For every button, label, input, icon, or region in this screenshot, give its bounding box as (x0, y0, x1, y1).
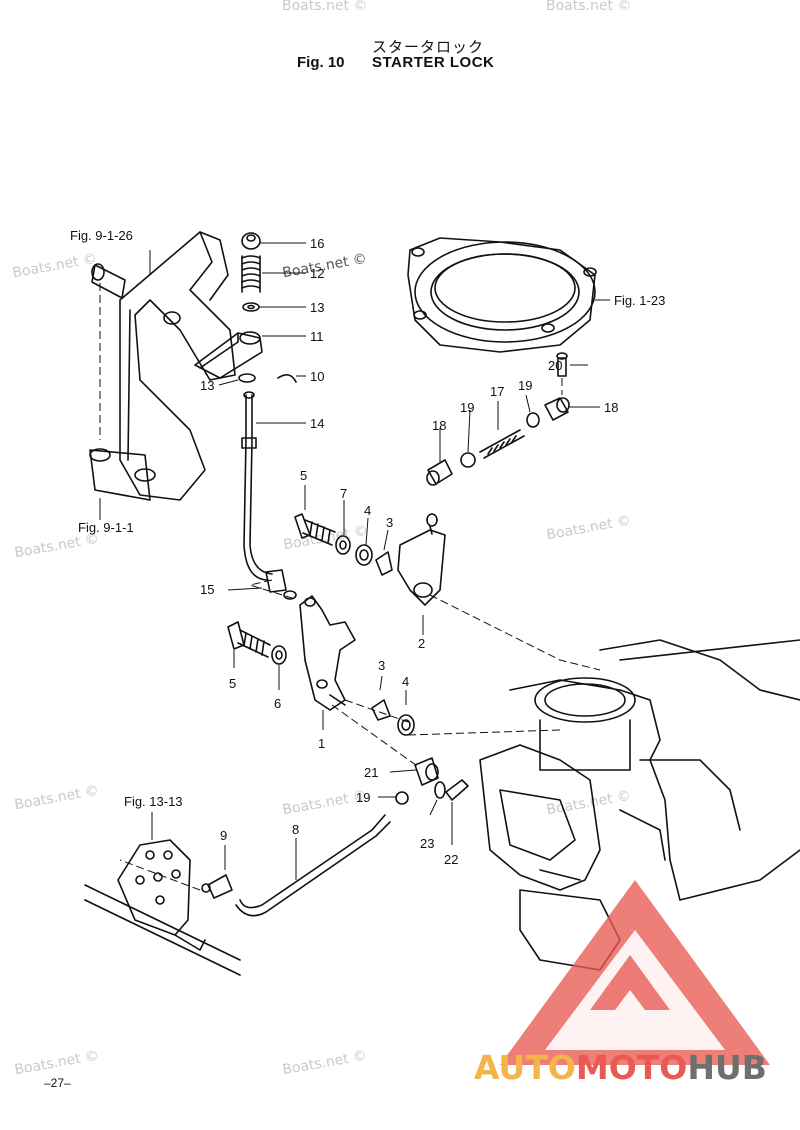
callout: 3 (386, 515, 393, 530)
bushing-4 (355, 544, 373, 566)
callout: 14 (310, 416, 324, 431)
callout: 19 (356, 790, 370, 805)
rod-14 (241, 391, 273, 581)
callout: 19 (518, 378, 532, 393)
mount-bracket (89, 231, 236, 501)
callout: 6 (274, 696, 281, 711)
figure-label: Fig. 10 (297, 54, 345, 71)
automotohub-logo (500, 880, 770, 1065)
callout-labels: 16 12 13 11 10 13 14 20 19 17 18 19 18 5… (70, 228, 665, 867)
callout: 5 (229, 676, 236, 691)
bracket-2 (397, 513, 446, 606)
callout: 4 (364, 503, 371, 518)
bushing-4b (397, 714, 415, 736)
joint-18 (544, 397, 570, 421)
callout: 8 (292, 822, 299, 837)
bolt-5 (294, 513, 336, 546)
callout: 19 (460, 400, 474, 415)
lever-1 (299, 595, 356, 711)
callout: 3 (378, 658, 385, 673)
ref-fig-1-23: Fig. 1-23 (614, 293, 665, 308)
washer-7 (335, 535, 351, 555)
bolt-20 (556, 352, 568, 377)
clip-15 (265, 569, 297, 600)
clip-9 (201, 874, 233, 899)
callout: 18 (432, 418, 446, 433)
rod-17 (479, 429, 525, 459)
logo-moto: MOTO (575, 1048, 688, 1087)
callout: 13 (310, 300, 324, 315)
watermark: Boats.net © (546, 0, 632, 14)
control-plate (84, 839, 241, 976)
logo-wordmark: AUTOMOTOHUB (474, 1048, 767, 1087)
ref-fig-9-1-26: Fig. 9-1-26 (70, 228, 133, 243)
nut-19c (395, 791, 409, 805)
ref-fig-13-13: Fig. 13-13 (124, 794, 183, 809)
nut-16 (241, 232, 261, 250)
bolt-5b (227, 621, 271, 658)
washer-13 (242, 302, 260, 312)
engine-block (479, 639, 800, 971)
starter-housing (407, 237, 597, 353)
watermark: Boats.net © (282, 0, 368, 14)
callout: 22 (444, 852, 458, 867)
callout: 17 (490, 384, 504, 399)
figure-title: STARTER LOCK (372, 54, 495, 71)
joint-18b (426, 459, 453, 486)
ref-fig-9-1-1: Fig. 9-1-1 (78, 520, 134, 535)
spring-12 (241, 255, 261, 293)
nut-19b (460, 452, 476, 468)
callout: 20 (548, 358, 562, 373)
callout: 18 (604, 400, 618, 415)
callout: 1 (318, 736, 325, 751)
logo-auto: AUTO (474, 1048, 576, 1087)
callout: 5 (300, 468, 307, 483)
callout: 11 (310, 329, 324, 344)
callout: 13 (200, 378, 214, 393)
joint-21 (414, 757, 439, 786)
callout: 7 (340, 486, 347, 501)
callout: 2 (418, 636, 425, 651)
lever-11 (194, 331, 263, 379)
callout: 4 (402, 674, 409, 689)
callout: 12 (310, 266, 324, 281)
washer-13b (238, 373, 256, 383)
clip-3 (375, 551, 393, 576)
callout: 9 (220, 828, 227, 843)
callout: 16 (310, 236, 324, 251)
callout: 23 (420, 836, 434, 851)
clip-3b (371, 699, 391, 721)
washer-23 (434, 781, 446, 799)
clip-22 (445, 779, 469, 801)
page-number: –27– (44, 1076, 71, 1090)
logo-hub: HUB (687, 1048, 767, 1087)
nut-19 (526, 412, 540, 428)
callout: 21 (364, 765, 378, 780)
clip-10 (277, 374, 297, 383)
washer-6 (271, 645, 287, 665)
callout: 10 (310, 369, 324, 384)
title-japanese: スタータロック (372, 39, 485, 56)
callout: 15 (200, 582, 214, 597)
rod-8 (235, 814, 391, 917)
